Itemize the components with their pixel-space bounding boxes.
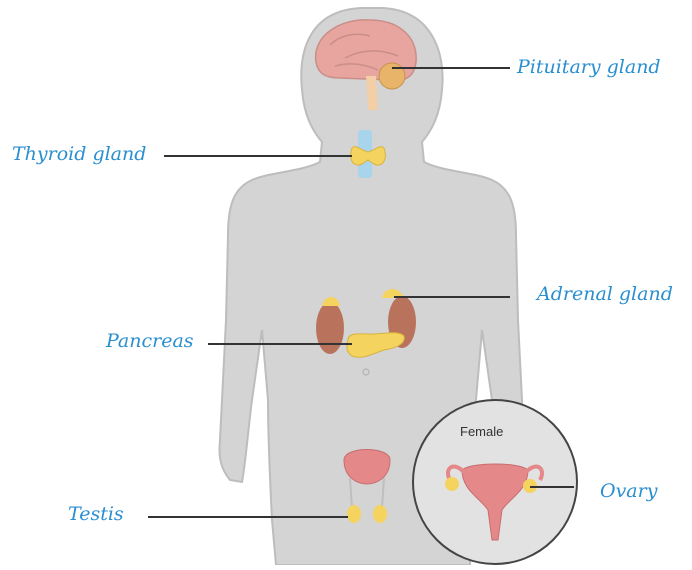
label-ovary: Ovary	[600, 482, 657, 501]
left-testis	[347, 505, 361, 523]
brain-stem	[366, 76, 378, 110]
inset-title: Female	[460, 425, 503, 438]
label-pituitary: Pituitary gland	[517, 58, 661, 77]
left-ovary	[445, 477, 459, 491]
left-kidney	[316, 302, 344, 354]
pituitary-gland	[379, 63, 405, 89]
label-adrenal: Adrenal gland	[537, 285, 673, 304]
right-testis	[373, 505, 387, 523]
label-testis: Testis	[68, 505, 124, 524]
label-thyroid: Thyroid gland	[12, 145, 146, 164]
label-pancreas: Pancreas	[106, 332, 194, 351]
